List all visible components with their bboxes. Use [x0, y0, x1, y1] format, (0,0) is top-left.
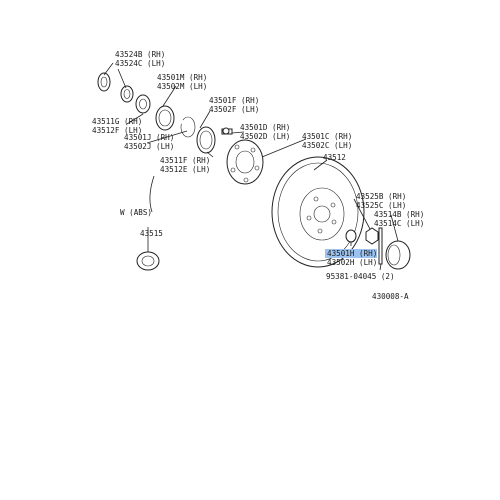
label-43515: 43515	[140, 229, 163, 238]
label-43524b: 43524B (RH)	[115, 50, 165, 59]
label-43525c: 43525C (LH)	[356, 201, 406, 210]
label-43502d: 43502D (LH)	[240, 132, 290, 141]
hub-bolt-part[interactable]	[221, 127, 233, 135]
label-43512f: 43512F (LH)	[92, 126, 142, 135]
label-43502j: 43502J (LH)	[124, 142, 174, 151]
label-43502c: 43502C (LH)	[302, 141, 352, 150]
label-w-abs: W (ABS)	[120, 208, 152, 217]
label-43525b: 43525B (RH)	[356, 192, 406, 201]
label-43502f: 43502F (LH)	[209, 105, 259, 114]
axle-hub-part[interactable]	[226, 139, 264, 185]
lock-nut-part[interactable]	[365, 227, 379, 245]
label-43502h: 43502H (LH)	[327, 258, 377, 267]
label-43511f: 43511F (RH)	[160, 156, 210, 165]
highlight-box	[325, 249, 377, 258]
label-95381: 95381-04045 (2)	[326, 272, 395, 281]
cotter-pin-part[interactable]	[378, 227, 383, 265]
label-43514c: 43514C (LH)	[374, 219, 424, 228]
oil-seal-part[interactable]	[97, 72, 111, 92]
diagram-id: 430008-A	[372, 292, 409, 301]
label-43501f: 43501F (RH)	[209, 96, 259, 105]
abs-rotor-part[interactable]	[136, 251, 160, 271]
label-43501h[interactable]: 43501H (RH)	[327, 249, 377, 258]
inner-bearing-part[interactable]	[135, 94, 151, 114]
bearing-race-part[interactable]	[155, 105, 175, 131]
label-43501c: 43501C (RH)	[302, 132, 352, 141]
label-43511g: 43511G (RH)	[92, 117, 142, 126]
label-43512: 43512	[323, 153, 346, 162]
grease-cap-part[interactable]	[385, 240, 411, 270]
leader-lines	[103, 62, 399, 271]
label-43501m: 43501M (RH)	[157, 73, 207, 82]
brake-disc-part[interactable]	[271, 156, 365, 268]
label-43512e: 43512E (LH)	[160, 165, 210, 174]
abs-wire	[149, 175, 155, 213]
adjusting-nut-part[interactable]	[345, 229, 357, 243]
label-43502m: 43502M (LH)	[157, 82, 207, 91]
snap-ring-part[interactable]	[180, 116, 196, 138]
label-43501j: 43501J (RH)	[124, 133, 174, 142]
label-43501d: 43501D (RH)	[240, 123, 290, 132]
label-43514b: 43514B (RH)	[374, 210, 424, 219]
label-43524c: 43524C (LH)	[115, 59, 165, 68]
outer-race-part[interactable]	[196, 126, 216, 154]
outer-bearing-part[interactable]	[120, 85, 134, 103]
